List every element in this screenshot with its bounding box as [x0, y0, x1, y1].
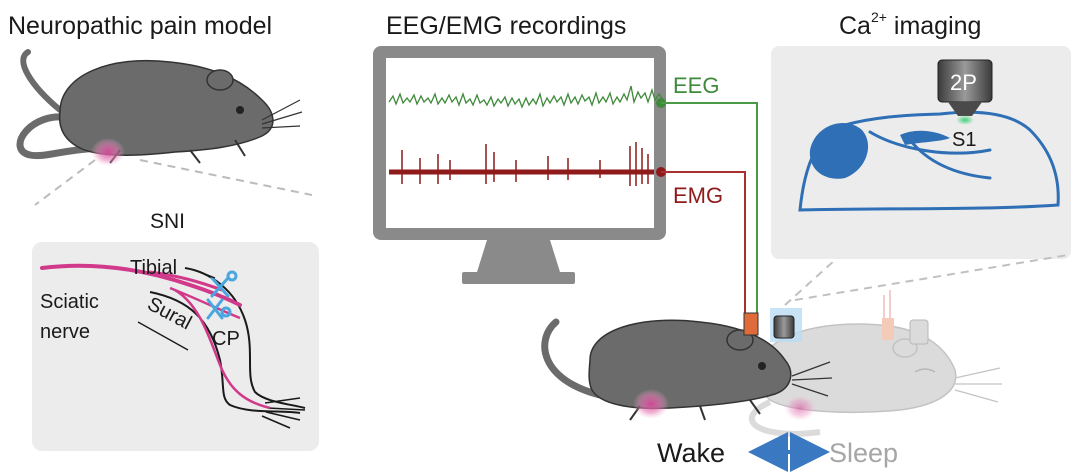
sleep-label: Sleep — [829, 438, 898, 468]
cerebellum — [809, 122, 869, 179]
tibial-label: Tibial — [130, 257, 177, 279]
sciatic-label-line2: nerve — [40, 321, 90, 343]
tibial-underline — [194, 269, 216, 279]
objective-label: 2P — [950, 70, 977, 95]
toes — [261, 397, 306, 429]
s1-label: S1 — [952, 129, 976, 151]
sciatic-label-line1: Sciatic — [40, 291, 99, 313]
neuropathic-mouse-illustration — [16, 49, 303, 164]
emg-wire — [661, 171, 746, 315]
imaging-title-base: Ca — [839, 12, 871, 40]
sciatic-nerve — [40, 263, 242, 307]
sni-title: SNI — [150, 210, 185, 233]
emg-label: EMG — [673, 183, 723, 208]
awake-mouse-illustration — [541, 308, 833, 421]
tibial-branch — [149, 270, 223, 292]
pain-site-awake — [633, 389, 669, 419]
sural-underline — [137, 321, 189, 351]
svg-text:Ca2+ imaging: Ca2+ imaging — [839, 9, 981, 40]
imaging-panel-title: Ca2+ imaging — [839, 9, 981, 40]
hippocampus — [900, 130, 950, 145]
neuropathic-panel-title: Neuropathic pain model — [8, 12, 272, 40]
imaging-spot — [956, 115, 974, 125]
sural-branch — [174, 288, 271, 410]
sni-zoom-line-left — [34, 159, 96, 206]
two-photon-objective-icon — [937, 59, 993, 116]
cp-label: CP — [212, 328, 240, 350]
emg-trace — [389, 142, 654, 186]
pain-site-left — [91, 138, 125, 166]
sleeping-mouse-illustration — [748, 290, 1002, 437]
pain-site-sleep — [784, 395, 816, 421]
recordings-panel-title: EEG/EMG recordings — [386, 12, 626, 40]
imaging-zoom-line-right — [794, 254, 1069, 301]
monitor — [373, 46, 666, 284]
imaging-title-sup: 2+ — [871, 9, 887, 25]
cp-branch — [169, 286, 241, 320]
eeg-label: EEG — [673, 73, 719, 98]
wake-label: Wake — [657, 438, 725, 468]
imaging-zoom-line-left — [784, 259, 836, 306]
nerve-cut-icon — [206, 270, 238, 320]
eeg-wire — [661, 102, 758, 315]
sni-zoom-line-right — [139, 159, 313, 196]
eeg-trace — [388, 85, 663, 109]
imaging-title-rest: imaging — [887, 12, 982, 40]
